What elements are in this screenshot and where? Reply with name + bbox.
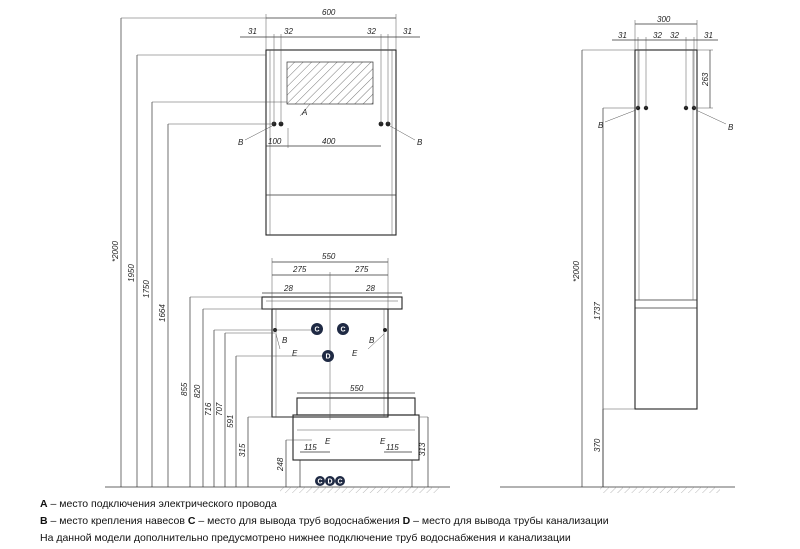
column-dimensions: 300 31 32 32 31 263 *2000 1737 370 B B — [572, 15, 734, 487]
vanity-drawer — [292, 397, 420, 487]
dim-h-1664: 1664 — [158, 304, 167, 322]
svg-text:C: C — [318, 479, 323, 486]
dim-h-2000: *2000 — [111, 241, 120, 262]
dim-h-820: 820 — [193, 384, 202, 398]
label-B-vanity-left: B — [282, 336, 288, 345]
dim-mirror-32-right: 32 — [367, 27, 376, 36]
badge-C-bottom-left: C — [315, 476, 325, 486]
svg-text:C: C — [315, 327, 320, 334]
dim-h-313: 313 — [418, 442, 427, 456]
dim-mirror-100: 100 — [268, 137, 282, 146]
dim-h-707: 707 — [215, 402, 224, 416]
dim-col-2000: *2000 — [572, 261, 581, 282]
svg-text:D: D — [328, 479, 333, 486]
dim-vanity-28-right: 28 — [365, 284, 375, 293]
floor-right — [500, 486, 735, 493]
label-E-vanity-left: E — [292, 349, 298, 358]
badge-C-left: C — [311, 323, 323, 335]
dim-col-263: 263 — [701, 72, 710, 87]
dim-vanity-275-left: 275 — [292, 265, 307, 274]
badge-C-right: C — [337, 323, 349, 335]
dim-vanity-28-left: 28 — [283, 284, 293, 293]
label-B-col-left: B — [598, 121, 604, 130]
vanity-dimensions: 550 275 275 28 28 550 115 115 B B E E E … — [262, 252, 415, 453]
dim-h-716: 716 — [204, 402, 213, 416]
socket-zone — [286, 61, 374, 105]
dim-mirror-31-right: 31 — [403, 27, 412, 36]
technical-drawing: 600 31 32 32 31 100 400 A B B — [105, 8, 735, 493]
dim-col-32-right: 32 — [670, 31, 679, 40]
dim-vanity-550: 550 — [322, 252, 336, 261]
dim-mirror-31-left: 31 — [248, 27, 257, 36]
legend: A – место подключения электрического про… — [40, 496, 780, 547]
dim-h-1950: 1950 — [127, 264, 136, 282]
dim-drawer-115-left: 115 — [304, 443, 317, 452]
label-A: A — [301, 108, 307, 117]
dim-drawer-550: 550 — [350, 384, 364, 393]
label-E-vanity-right: E — [352, 349, 358, 358]
dim-col-31-right: 31 — [704, 31, 713, 40]
legend-line-BCD: B – место крепления навесов C – место дл… — [40, 515, 609, 527]
label-B-mirror-left: B — [238, 138, 244, 147]
dim-vanity-275-right: 275 — [354, 265, 369, 274]
height-dimensions-left: *2000 1950 1750 1664 855 820 716 707 591… — [111, 17, 429, 487]
dim-h-1750: 1750 — [142, 280, 151, 298]
dim-col-31-left: 31 — [618, 31, 627, 40]
badges: C C D C D C — [311, 323, 349, 486]
dim-mirror-32-left: 32 — [284, 27, 293, 36]
column-cabinet — [634, 49, 698, 410]
badge-D: D — [322, 350, 334, 362]
badge-D-bottom: D — [325, 476, 335, 486]
dim-h-315: 315 — [238, 443, 247, 457]
dim-h-591: 591 — [226, 415, 235, 428]
svg-text:D: D — [326, 354, 331, 361]
svg-text:C: C — [341, 327, 346, 334]
dim-col-370: 370 — [593, 438, 602, 452]
label-B-vanity-right: B — [369, 336, 375, 345]
floor-left — [105, 486, 450, 493]
dim-h-248: 248 — [276, 457, 285, 472]
svg-text:C: C — [338, 479, 343, 486]
dim-col-32-left: 32 — [653, 31, 662, 40]
label-E-drawer-right: E — [380, 437, 386, 446]
label-B-mirror-right: B — [417, 138, 423, 147]
dim-mirror-400: 400 — [322, 137, 336, 146]
mirror-dimensions: 600 31 32 32 31 100 400 A B B — [238, 8, 423, 148]
dim-col-300: 300 — [657, 15, 671, 24]
label-E-drawer-left: E — [325, 437, 331, 446]
dim-col-1737: 1737 — [593, 302, 602, 320]
legend-line-note: На данной модели дополнительно предусмот… — [40, 532, 571, 544]
badge-C-bottom-right: C — [335, 476, 345, 486]
label-B-col-right: B — [728, 123, 734, 132]
dim-mirror-600: 600 — [322, 8, 336, 17]
legend-line-A: A – место подключения электрического про… — [40, 498, 277, 510]
dim-drawer-115-right: 115 — [386, 443, 399, 452]
dim-h-855: 855 — [180, 382, 189, 396]
